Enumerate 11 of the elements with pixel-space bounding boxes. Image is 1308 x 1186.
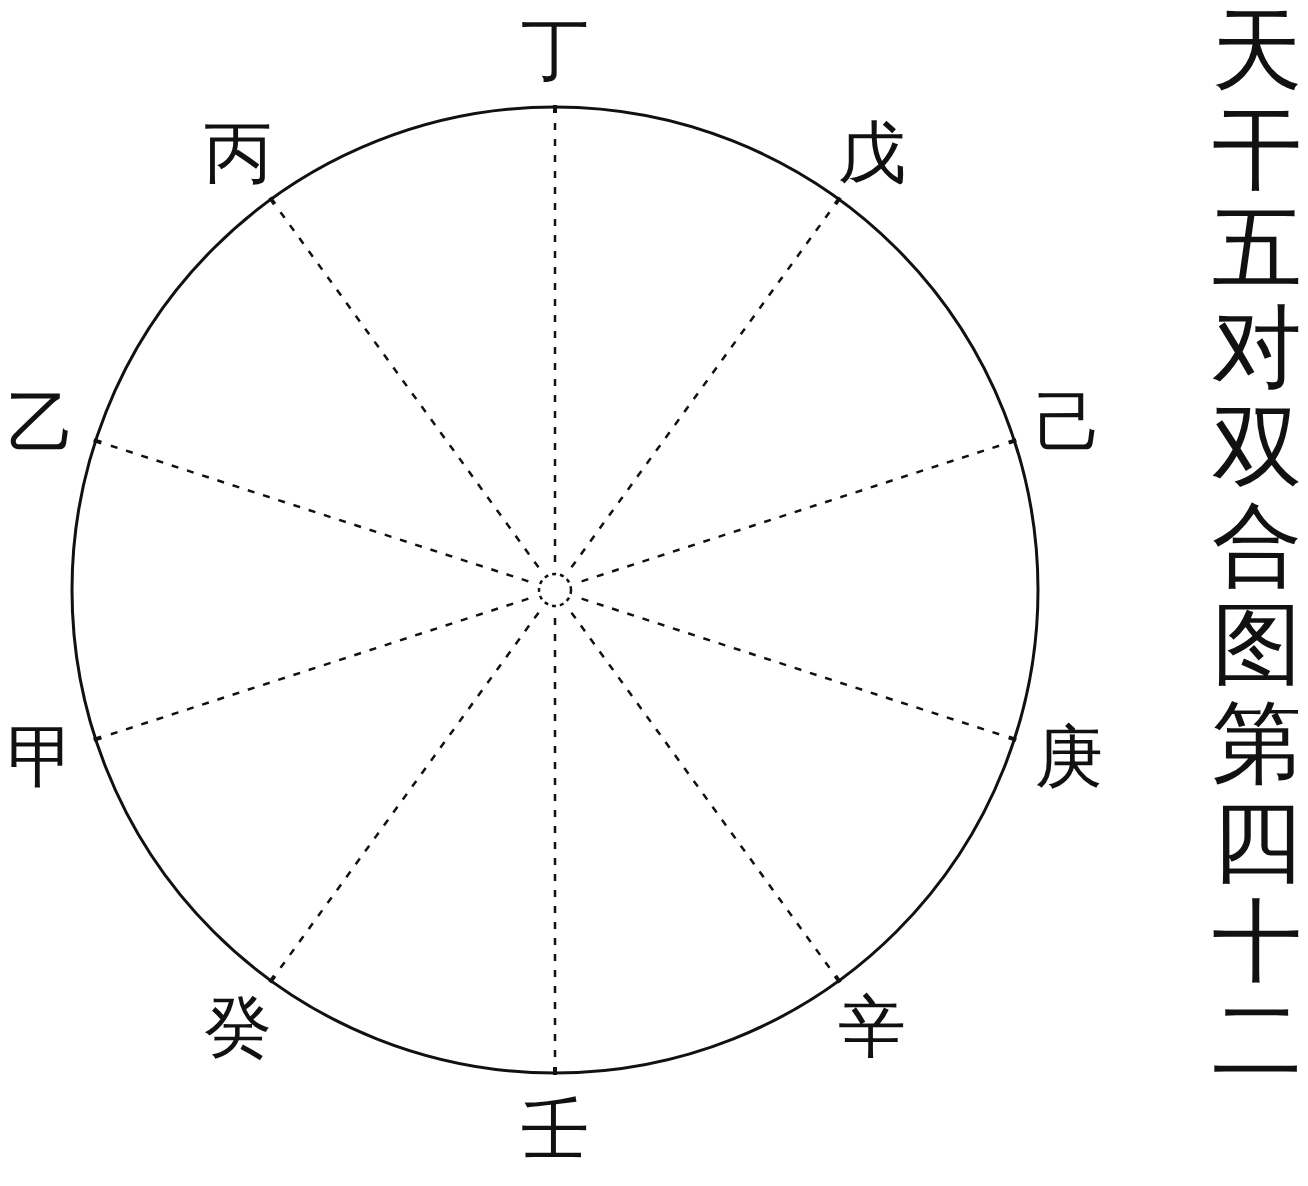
stem-label: 庚 xyxy=(1034,722,1103,791)
stem-label: 戊 xyxy=(838,119,907,188)
stem-label: 丙 xyxy=(203,119,272,188)
stem-label: 己 xyxy=(1034,389,1103,458)
stem-label: 丁 xyxy=(521,16,589,84)
stem-label: 甲 xyxy=(7,722,76,791)
stem-label: 癸 xyxy=(203,992,272,1061)
stem-label: 辛 xyxy=(838,992,907,1061)
stem-label: 壬 xyxy=(521,1096,589,1164)
stem-label: 乙 xyxy=(7,389,76,458)
title: 天干五对双合图第四十二 xyxy=(1212,0,1302,1089)
